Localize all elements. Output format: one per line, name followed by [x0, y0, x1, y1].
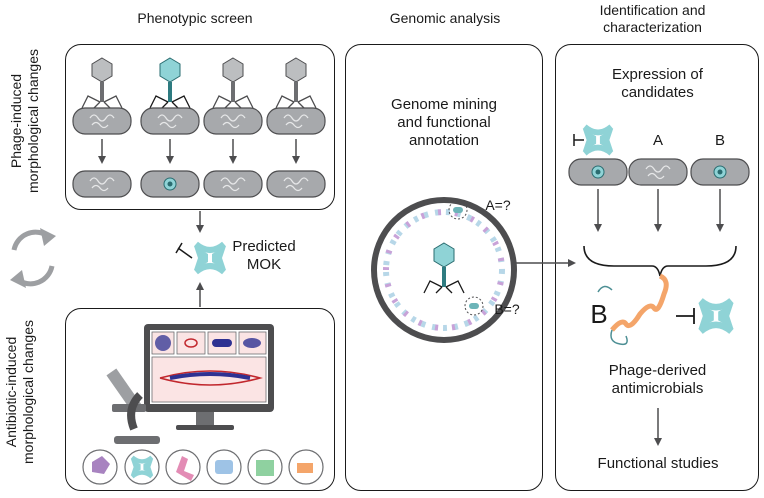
header-identification: Identification and characterization — [599, 2, 706, 35]
bacterium-icon — [140, 107, 200, 135]
candidate-b-title: B — [714, 132, 725, 149]
bacterium-icon — [72, 107, 132, 135]
expression-label: Expression of candidates — [580, 66, 735, 102]
candidate-a-title: A — [652, 132, 663, 149]
phage-icon — [149, 57, 191, 109]
alpha-helix-icon — [610, 273, 669, 332]
expression-line1: Expression of — [612, 66, 703, 83]
derived-line1: Phage-derived — [608, 362, 707, 379]
bacterium-icon — [628, 158, 688, 186]
bacterium-icon — [203, 170, 263, 198]
derived-line2: antimicrobials — [611, 380, 704, 397]
bacterium-icon — [203, 107, 263, 135]
functional-studies-label: Functional studies — [597, 455, 719, 472]
grouping-brace — [583, 245, 737, 277]
phage-icon — [275, 57, 317, 109]
mining-line1: Genome mining — [391, 96, 497, 113]
bacterium-icon — [266, 170, 326, 198]
phage-icon — [81, 57, 123, 109]
mok-protein-icon — [583, 127, 613, 154]
expression-line2: candidates — [621, 84, 694, 101]
predicted-line1: Predicted — [232, 238, 296, 255]
candidate-a-marker — [448, 200, 468, 220]
candidate-b-marker — [464, 296, 484, 316]
predicted-mok-label: Predicted MOK — [224, 238, 304, 274]
predicted-line2: MOK — [246, 256, 282, 273]
bacterium-icon — [140, 170, 200, 198]
phage-icon — [212, 57, 254, 109]
computer-monitor-icon — [144, 324, 274, 430]
phage-derived-label: Phage-derived antimicrobials — [580, 362, 735, 398]
candidate-b-label: B=? — [494, 301, 520, 317]
mining-line2: and functional — [397, 114, 491, 131]
inhibition-icon — [676, 308, 695, 324]
candidate-b-big-label: B — [590, 299, 608, 329]
mining-line3: annotation — [408, 132, 480, 149]
mok-protein-icon — [194, 244, 226, 272]
genome-mining-label: Genome mining and functional annotation — [360, 96, 528, 150]
bacterium-icon — [72, 170, 132, 198]
bacterium-icon — [568, 158, 628, 186]
bacterium-icon — [690, 158, 750, 186]
mok-protein-icon — [698, 301, 733, 332]
bacterium-icon — [266, 107, 326, 135]
header-genomic-analysis: Genomic analysis — [389, 10, 501, 26]
microscope-icon — [106, 368, 160, 444]
candidate-a-label: A=? — [485, 197, 511, 213]
antibiotic-icons — [82, 449, 324, 485]
inhibition-icon — [573, 134, 584, 146]
inhibition-icon — [175, 242, 193, 259]
antibiotic-target-icon — [124, 449, 160, 485]
header-phenotypic-screen: Phenotypic screen — [137, 10, 253, 26]
